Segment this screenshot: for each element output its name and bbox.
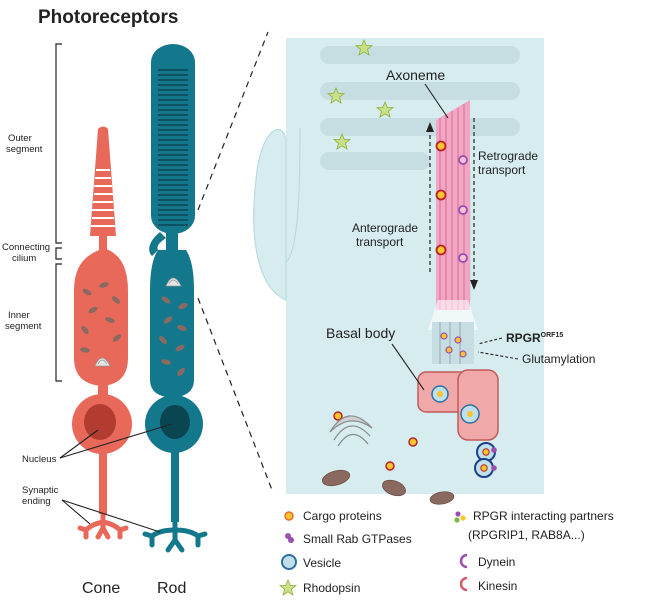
cone-disc-folds — [91, 169, 115, 227]
rod-connecting-cilium — [149, 232, 166, 256]
cone-outer-segment — [90, 126, 116, 236]
dynein-icon — [459, 553, 468, 569]
rhodopsin-icon — [278, 578, 298, 596]
rod-inner-segment — [150, 250, 194, 398]
kinesin-icon — [459, 576, 468, 592]
cytoplasm-vesicles — [474, 442, 497, 478]
anterograde-arrowhead — [426, 122, 434, 132]
cone-golgi-icon — [94, 357, 111, 367]
cone-nucleus — [84, 404, 116, 440]
axoneme-pointer — [424, 83, 449, 119]
legend-kinesin: Kinesin — [478, 579, 517, 593]
legend-rpgr-partners: RPGR interacting partners(RPGRIP1, RAB8A… — [468, 509, 614, 542]
rpgr-partners-icon — [454, 511, 466, 523]
cone-mitochondria — [80, 282, 122, 353]
cone-label: Cone — [82, 580, 120, 597]
basal-body-pointer — [391, 343, 425, 391]
retrograde-arrowhead — [470, 280, 478, 290]
rod-golgi-icon — [165, 277, 182, 287]
rod-mitochondria — [159, 296, 188, 377]
axoneme-label: Axoneme — [386, 67, 445, 83]
legend-vesicle: Vesicle — [303, 556, 341, 570]
transition-zone — [428, 300, 478, 364]
rod-synaptic-ending — [142, 517, 208, 553]
rhodopsin-stars — [326, 38, 395, 150]
rab-icon — [285, 533, 294, 543]
glutamylation-pointer — [477, 351, 519, 360]
free-cargo — [333, 411, 418, 471]
rpgr-label: RPGRORF15 — [506, 331, 563, 345]
vesicle-icon — [281, 554, 297, 570]
cone-synaptic-ending — [77, 509, 129, 540]
inset-membrane-fold — [253, 128, 287, 301]
transport-arrows — [429, 118, 475, 282]
pointer-lines — [59, 423, 173, 533]
segment-bracket — [55, 43, 62, 382]
inset-background — [286, 38, 544, 494]
glutamylation-label: Glutamylation — [522, 352, 595, 366]
rod-discs — [158, 69, 188, 226]
basal-body — [417, 369, 499, 441]
rod-nucleus — [160, 405, 190, 439]
figure-title: Photoreceptors — [38, 7, 178, 28]
rod-label: Rod — [157, 580, 186, 597]
cilium-inset — [253, 38, 544, 505]
rpgr-pointer — [477, 337, 503, 345]
legend-rhodopsin: Rhodopsin — [303, 581, 360, 595]
legend-rab: Small Rab GTPases — [303, 532, 412, 546]
cargo-icon — [284, 511, 294, 521]
rod-axon — [171, 450, 179, 522]
basal-body-label: Basal body — [326, 325, 395, 341]
nucleus-label: Nucleus — [22, 454, 57, 465]
cone-connecting-cilium — [99, 234, 107, 250]
axoneme-cargo — [435, 140, 468, 263]
legend-cargo: Cargo proteins — [303, 509, 382, 523]
cone-cell — [72, 126, 132, 540]
legend: Cargo proteins Small Rab GTPases Vesicle… — [278, 509, 614, 596]
axoneme — [436, 100, 470, 310]
rod-outer-segment — [151, 44, 195, 234]
cone-axon — [99, 452, 107, 514]
legend-dynein: Dynein — [478, 555, 515, 569]
outer-segment-discs — [320, 46, 520, 170]
rod-cell — [142, 44, 208, 553]
zoom-lines — [197, 31, 273, 491]
golgi-icon — [329, 415, 373, 447]
inset-mitochondria — [321, 469, 455, 505]
